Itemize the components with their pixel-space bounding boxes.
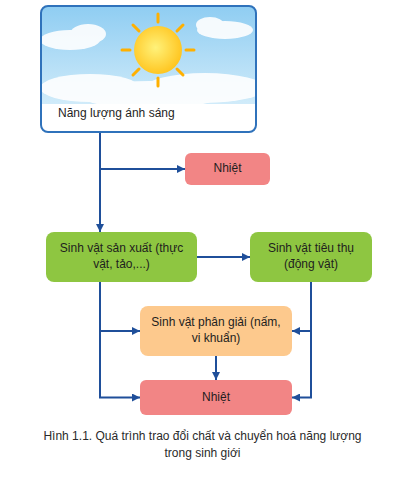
- flow-arrow: [292, 282, 311, 331]
- node-text: Sinh vật phân giải (nấm, vi khuẩn): [150, 315, 282, 346]
- node-text: Sinh vật sản xuất (thực vật, tảo,...): [56, 241, 187, 272]
- flow-arrow: [215, 356, 217, 380]
- flow-arrow: [100, 133, 185, 169]
- sky-picture: [41, 6, 256, 132]
- decomposer-box: Sinh vật phân giải (nấm, vi khuẩn): [140, 306, 292, 356]
- flow-arrow: [292, 282, 311, 398]
- flow-arrow: [99, 133, 101, 232]
- heat-box: Nhiệt: [140, 380, 292, 415]
- node-text: Năng lượng ánh sáng: [58, 106, 175, 122]
- flow-arrow: [100, 282, 140, 398]
- node-text: Nhiệt: [213, 161, 241, 177]
- node-text: Sinh vật tiêu thụ (động vật): [256, 241, 366, 272]
- flow-arrow: [100, 282, 140, 331]
- node-text: Nhiệt: [202, 390, 230, 406]
- producer-box: Sinh vật sản xuất (thực vật, tảo,...): [46, 232, 197, 282]
- consumer-box: Sinh vật tiêu thụ (động vật): [250, 232, 372, 282]
- flow-arrow: [197, 256, 250, 258]
- figure-caption: Hình 1.1. Quá trình trao đổi chất và chu…: [40, 428, 365, 462]
- heat-box: Nhiệt: [185, 153, 270, 185]
- light-source-box: Năng lượng ánh sáng: [40, 5, 257, 133]
